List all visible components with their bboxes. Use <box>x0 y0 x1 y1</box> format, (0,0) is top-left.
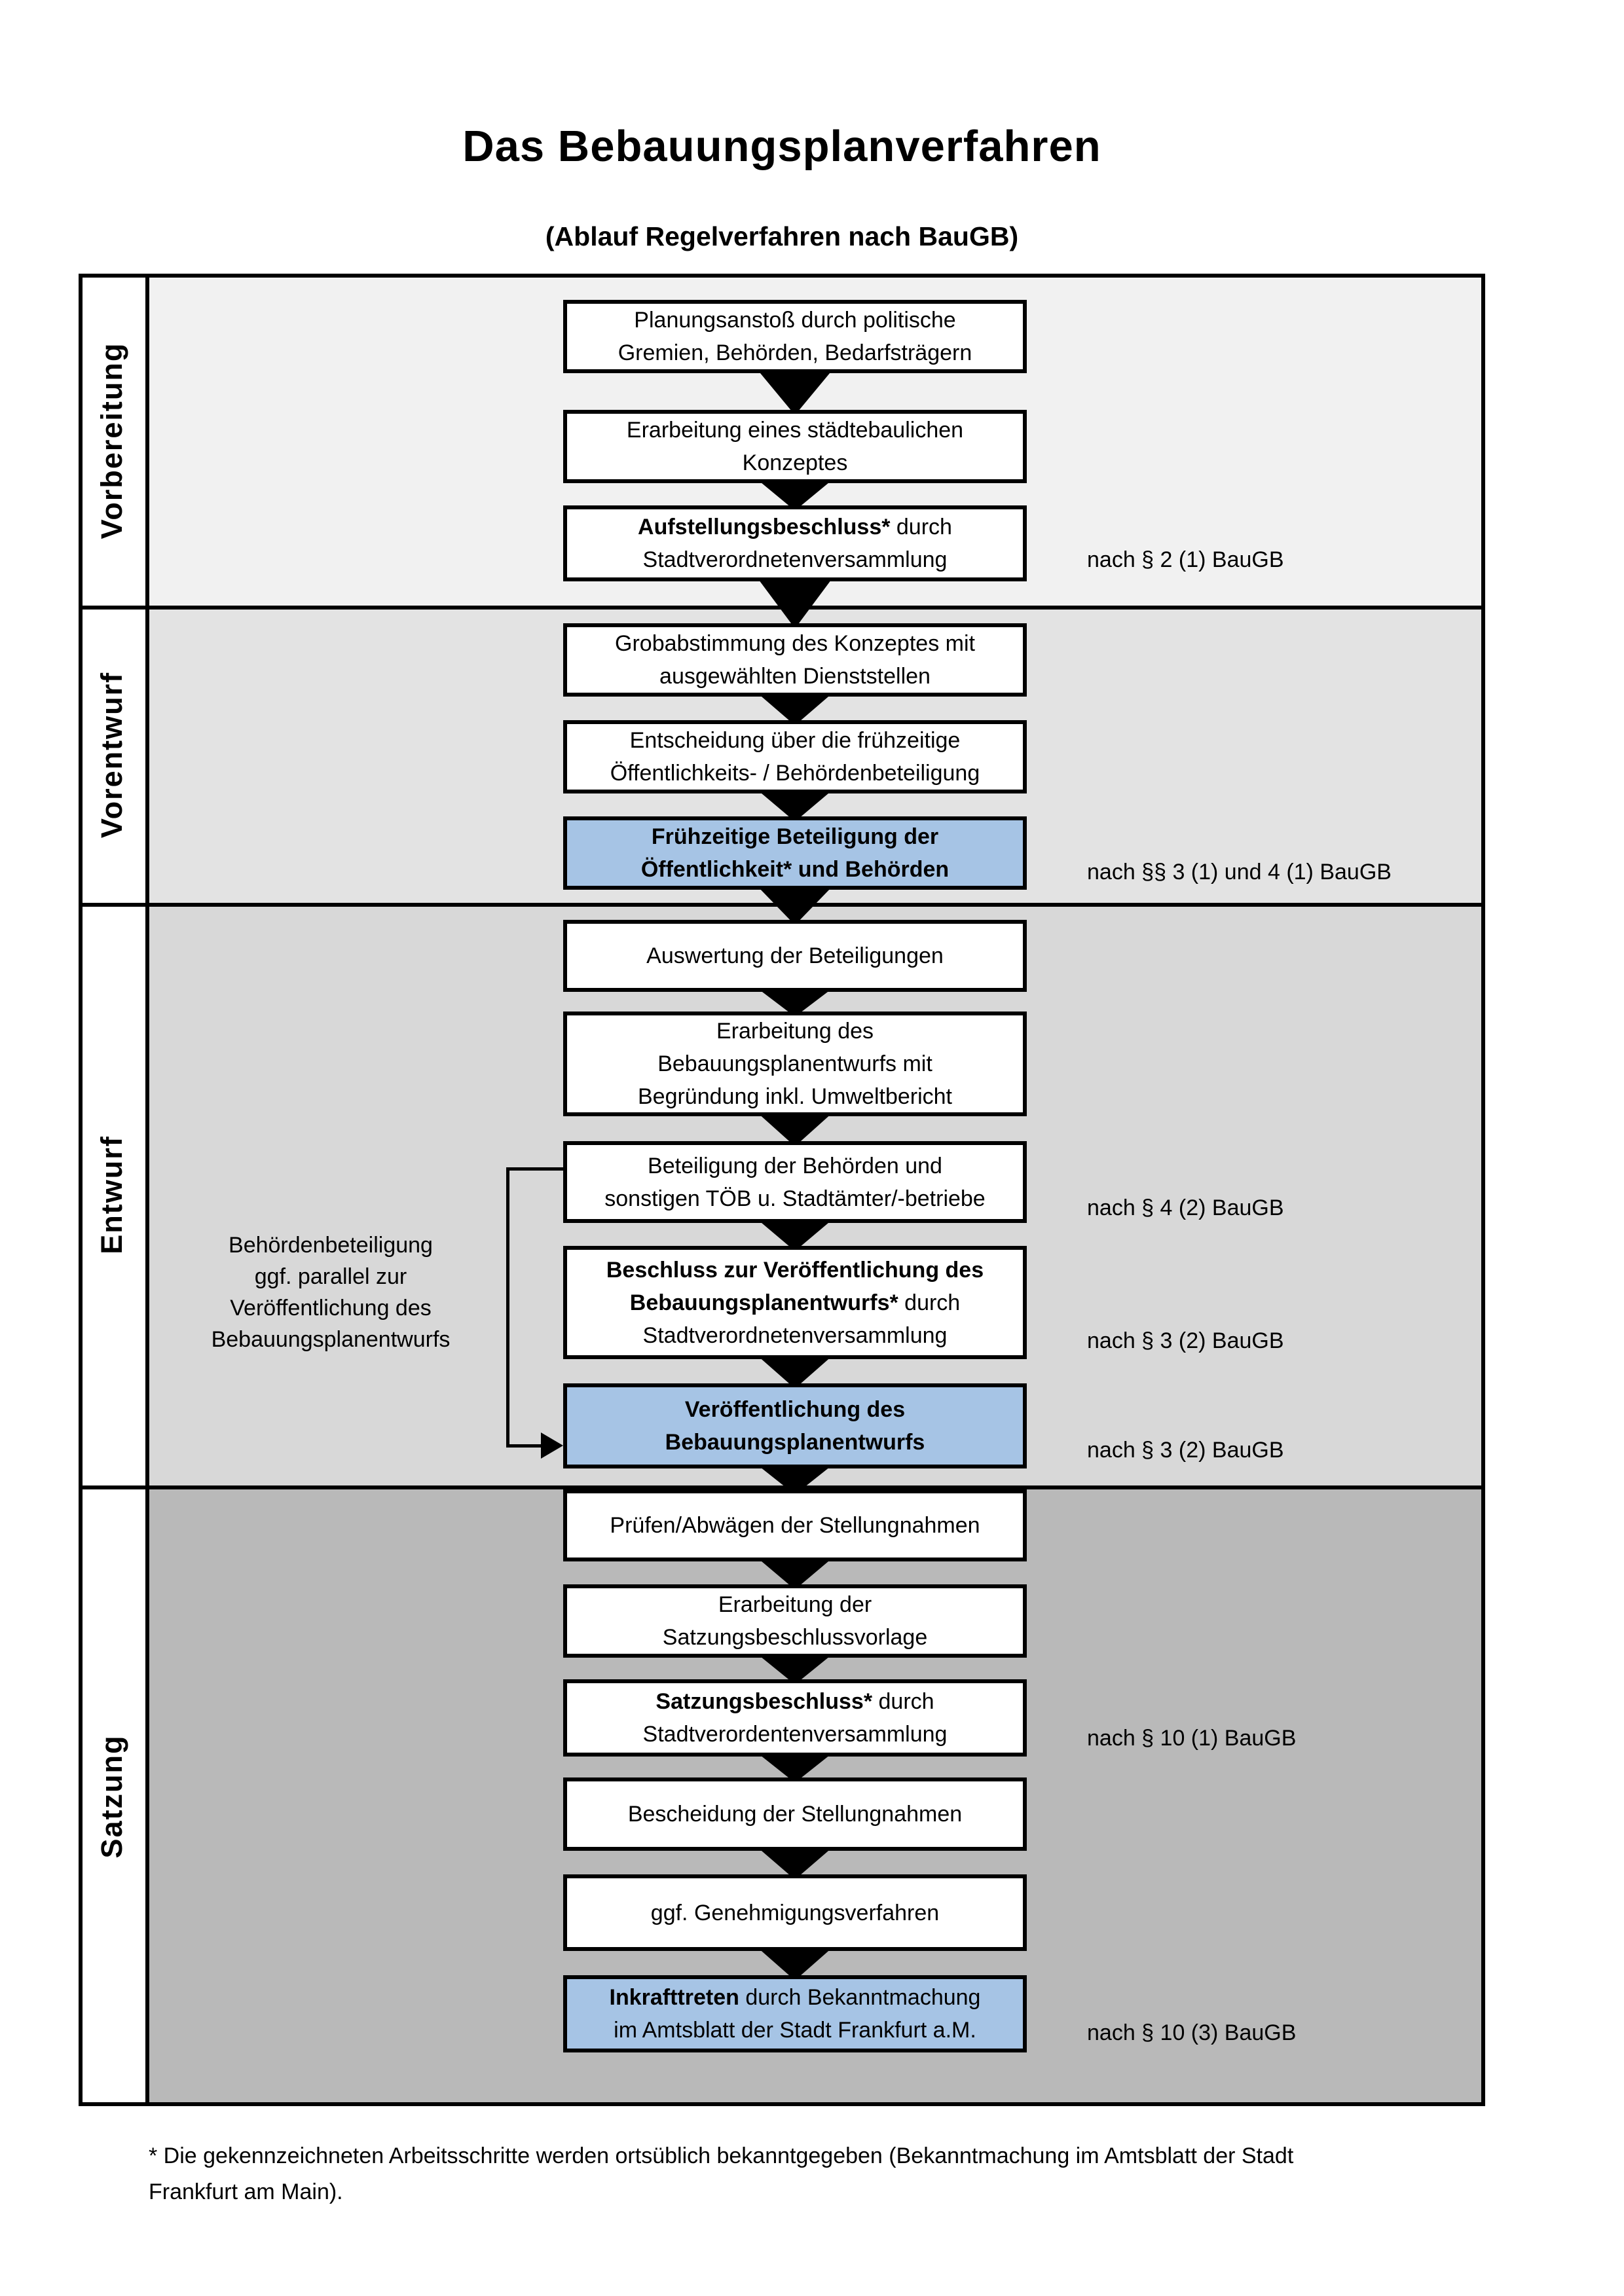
page-subtitle: (Ablauf Regelverfahren nach BauGB) <box>545 221 1019 251</box>
side-note-line: Bebauungsplanentwurfs <box>211 1327 451 1352</box>
phase-label-vorbereitung: Vorbereitung <box>95 342 128 539</box>
step-text-line: Erarbeitung der <box>718 1592 872 1617</box>
footnote-line-1: * Die gekennzeichneten Arbeitsschritte w… <box>149 2143 1294 2168</box>
flow-arrow-down-icon <box>757 1558 833 1590</box>
flow-arrow-down-icon <box>757 1112 833 1146</box>
elbow-arrowhead-icon <box>541 1432 563 1459</box>
step-text-line: Erarbeitung des <box>716 1019 874 1044</box>
step-text-line: Auswertung der Beteiligungen <box>646 943 944 968</box>
step-text-line: Stadtverordnetenversammlung <box>642 1322 948 1348</box>
step-text-line: ggf. Genehmigungsverfahren <box>650 1900 940 1925</box>
step-text-line: Stadtverordentenversammlung <box>642 1722 948 1747</box>
flow-arrow-down-icon <box>757 886 833 925</box>
flow-arrow-down-icon <box>757 1219 833 1251</box>
step-text-line: sonstigen TÖB u. Stadtämter/-betriebe <box>604 1186 986 1211</box>
step-text-line: Öffentlichkeits- / Behördenbeteiligung <box>610 761 980 786</box>
side-note-line: ggf. parallel zur <box>254 1264 407 1289</box>
legal-reference: nach § 3 (2) BauGB <box>1087 1438 1284 1463</box>
step-box-12: Prüfen/Abwägen der Stellungnahmen <box>563 1489 1027 1561</box>
step-box-17: Inkrafttreten durch Bekanntmachung im Amt… <box>563 1975 1027 2052</box>
side-note-line: Behördenbeteiligung <box>229 1233 433 1258</box>
flow-arrow-down-icon <box>757 790 833 822</box>
elbow-connector-vertical <box>506 1167 509 1448</box>
flow-arrow-down-icon <box>757 577 833 629</box>
step-text-line: Bebauungsplanentwurfs <box>665 1430 925 1455</box>
phase-label-column <box>79 274 145 2106</box>
legal-reference: nach § 10 (1) BauGB <box>1087 1726 1297 1751</box>
step-text-line: Bescheidung der Stellungnahmen <box>627 1802 963 1827</box>
flow-arrow-down-icon <box>757 369 833 415</box>
step-text-line: Prüfen/Abwägen der Stellungnahmen <box>610 1513 980 1538</box>
diagram-frame <box>79 274 1485 2106</box>
elbow-connector-bottom <box>506 1444 542 1448</box>
footnote: * Die gekennzeichneten Arbeitsschritte w… <box>149 2138 1530 2210</box>
step-text-line: Öffentlichkeit* und Behörden <box>640 857 950 882</box>
step-text-line: Inkrafttreten durch Bekanntmachung <box>609 1985 981 2010</box>
step-box-7: Auswertung der Beteiligungen <box>563 920 1027 992</box>
step-text-line: Beteiligung der Behörden und <box>648 1153 942 1178</box>
flow-arrow-down-icon <box>757 693 833 725</box>
phase-label-satzung: Satzung <box>95 1734 128 1859</box>
legal-reference: nach § 10 (3) BauGB <box>1087 2020 1297 2045</box>
step-text-line: Bebauungsplanentwurfs mit <box>657 1051 932 1076</box>
legal-reference: nach § 2 (1) BauGB <box>1087 547 1284 572</box>
flow-arrow-down-icon <box>757 1947 833 1980</box>
label-column-divider <box>145 274 149 2106</box>
step-text-line: Entscheidung über die frühzeitige <box>629 728 961 753</box>
step-text-line: Konzeptes <box>742 450 848 475</box>
step-box-4: Grobabstimmung des Konzeptes mit ausgewäh… <box>563 623 1027 697</box>
step-text-line: Gremien, Behörden, Bedarfsträgern <box>618 340 972 365</box>
step-text-line: Beschluss zur Veröffentlichung des <box>606 1257 984 1283</box>
step-box-15: Bescheidung der Stellungnahmen <box>563 1777 1027 1851</box>
step-text-line: Planungsanstoß durch politische <box>634 308 956 333</box>
step-text-line: Satzungsbeschluss* durch <box>655 1689 934 1714</box>
step-text-line: Aufstellungsbeschluss* durch <box>638 515 952 539</box>
flow-arrow-down-icon <box>757 1355 833 1389</box>
page-title: Das Bebauungsplanverfahren <box>462 122 1101 171</box>
step-text-line: Satzungsbeschlussvorlage <box>662 1625 928 1650</box>
step-text-line: Stadtverordnetenversammlung <box>642 547 948 572</box>
phase-label-vorentwurf: Vorentwurf <box>95 671 128 839</box>
elbow-connector-top <box>506 1167 564 1171</box>
step-box-9: Beteiligung der Behörden und sonstigen TÖ… <box>563 1141 1027 1223</box>
step-text-line: Frühzeitige Beteiligung der <box>651 824 939 849</box>
step-text-line: Veröffentlichung des <box>684 1397 906 1422</box>
step-box-16: ggf. Genehmigungsverfahren <box>563 1874 1027 1951</box>
footnote-line-2: Frankfurt am Main). <box>149 2179 343 2204</box>
legal-reference: nach § 4 (2) BauGB <box>1087 1195 1284 1220</box>
legal-reference: nach §§ 3 (1) und 4 (1) BauGB <box>1087 860 1392 884</box>
step-text-line: Begründung inkl. Umweltbericht <box>637 1084 953 1109</box>
phase-label-entwurf: Entwurf <box>95 1135 128 1254</box>
legal-reference: nach § 3 (2) BauGB <box>1087 1328 1284 1353</box>
step-text-line: im Amtsblatt der Stadt Frankfurt a.M. <box>614 2018 976 2043</box>
step-text-line: Erarbeitung eines städtebaulichen <box>626 418 964 443</box>
flow-arrow-down-icon <box>757 1847 833 1880</box>
step-text-line: ausgewählten Dienststellen <box>659 664 931 689</box>
step-text-line: Bebauungsplanentwurfs* durch <box>629 1290 961 1315</box>
step-text-line: Grobabstimmung des Konzeptes mit <box>615 631 975 656</box>
side-note-line: Veröffentlichung des <box>230 1296 432 1321</box>
